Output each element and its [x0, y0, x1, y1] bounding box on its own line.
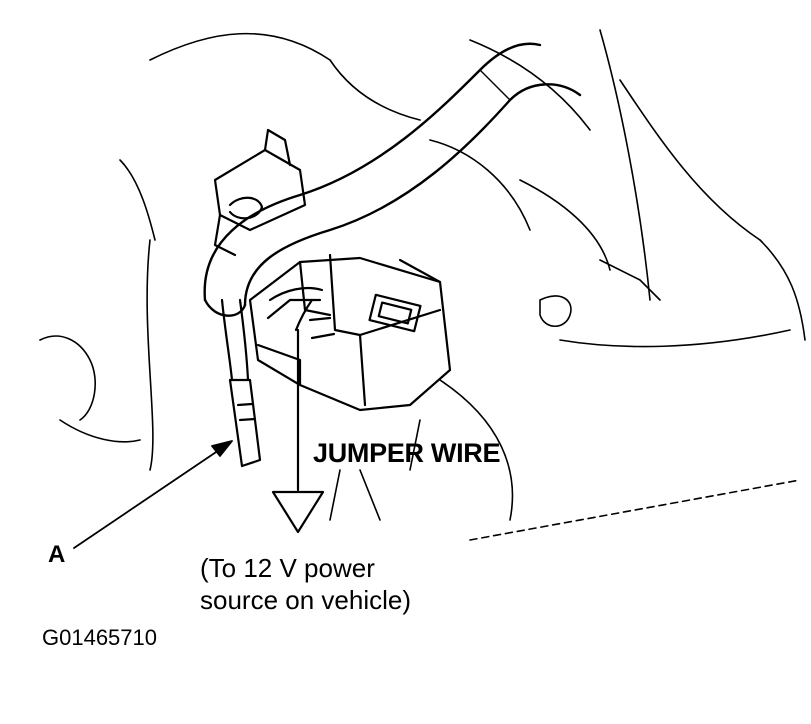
mounting-bracket — [213, 128, 307, 257]
power-source-label: (To 12 V power source on vehicle) — [200, 553, 411, 615]
jumper-wire-label: JUMPER WIRE — [313, 438, 501, 468]
engine-background — [39, 29, 806, 541]
hose — [203, 42, 582, 317]
power-source-symbol — [271, 490, 325, 534]
wire-harness-a — [220, 298, 262, 468]
callout-a-label: A — [48, 541, 66, 568]
jumper-wire-lead — [268, 286, 324, 492]
connector-housing — [248, 253, 452, 412]
callout-a-leader — [73, 440, 233, 549]
figure-id-label: G01465710 — [42, 625, 157, 650]
